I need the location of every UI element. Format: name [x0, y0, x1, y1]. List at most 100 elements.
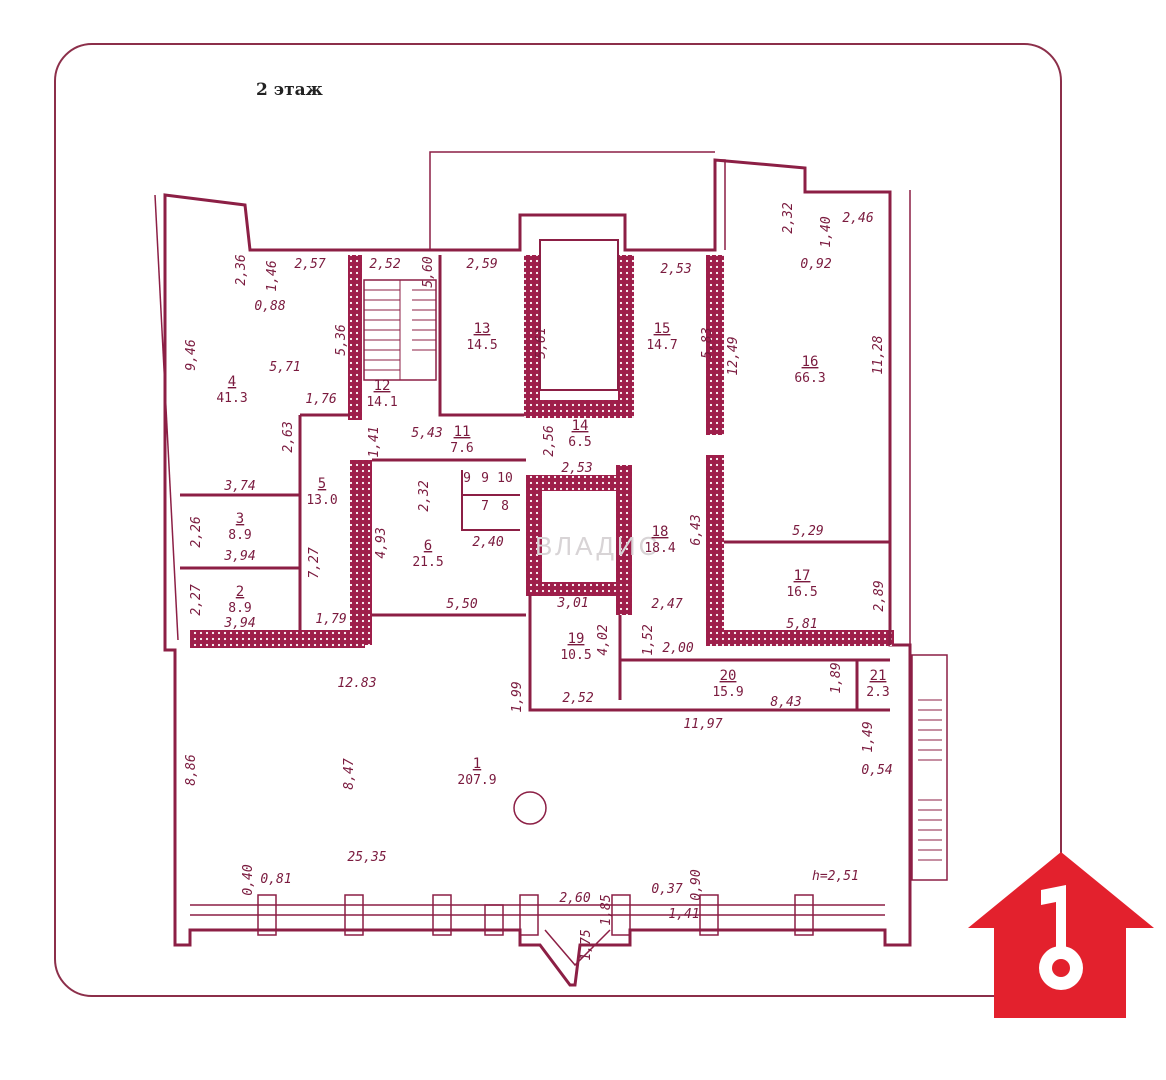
dimension-label: 0,81	[260, 872, 291, 887]
dimension-label: 2,59	[466, 257, 497, 272]
room-area: 14.7	[646, 338, 677, 353]
dimension-label: 1,85	[599, 894, 614, 925]
dimension-label: 0,88	[254, 299, 285, 314]
dimension-label: 4,93	[374, 527, 389, 558]
dimension-label: 8,43	[770, 695, 801, 710]
small-room-number: 10	[497, 471, 513, 486]
dimension-label: 5,81	[786, 617, 817, 632]
room-area: 16.5	[786, 585, 817, 600]
dimension-label: 0,54	[861, 763, 892, 778]
room-number: 21	[870, 668, 887, 684]
room-number: 11	[454, 424, 471, 440]
room-area: 6.5	[568, 435, 591, 450]
dimension-label: 2,60	[559, 891, 590, 906]
dimension-label: 2,56	[542, 425, 557, 456]
small-room-number: 8	[501, 499, 509, 514]
exterior-stair	[911, 654, 948, 881]
small-room-number: 9	[463, 471, 471, 486]
room-labels: 1207.928.938.9441.3513.0621.5117.61214.1…	[216, 321, 889, 788]
dimension-label: 4,02	[596, 624, 611, 655]
room-area: 207.9	[457, 773, 496, 788]
dimension-label: 2,63	[281, 421, 296, 452]
dimension-label: 1,75	[579, 929, 594, 960]
dimension-label: 3,94	[223, 616, 255, 631]
room-number: 19	[568, 631, 585, 647]
house-key-logo	[968, 852, 1154, 1018]
dimension-label: 1,52	[641, 624, 656, 655]
bearing-walls	[190, 255, 894, 648]
dimension-label: 2,27	[189, 584, 204, 615]
dimension-label: 3,01	[556, 596, 588, 611]
dimension-label: 5,71	[269, 360, 300, 375]
dimension-label: 2,36	[234, 254, 249, 285]
room-number: 3	[236, 511, 244, 527]
dimension-label: 1,49	[861, 721, 876, 752]
dimension-label: 2,46	[842, 211, 873, 226]
dimension-label: 2,47	[651, 597, 682, 612]
dimension-label: 11,28	[871, 335, 886, 374]
dimension-label: 2,53	[660, 262, 691, 277]
dimension-label: 6,43	[689, 514, 704, 545]
room-area: 66.3	[794, 371, 825, 386]
room-area: 21.5	[412, 555, 443, 570]
interior-stair	[363, 279, 437, 381]
room-number: 13	[474, 321, 491, 337]
dimension-label: 1,76	[305, 392, 336, 407]
dimension-label: 5,60	[421, 256, 436, 287]
dimension-label: 11,97	[683, 717, 722, 732]
column-icon	[513, 791, 547, 825]
room-number: 6	[424, 538, 432, 554]
floor-title: 2 этаж	[256, 80, 323, 100]
room-number: 20	[720, 668, 737, 684]
room-number: 1	[473, 756, 481, 772]
dimension-label: 1,99	[510, 681, 525, 712]
dimension-label: 2,57	[294, 257, 325, 272]
room-number: 12	[374, 378, 391, 394]
dimension-label: 2,52	[562, 691, 593, 706]
dimension-label: 8,47	[342, 758, 357, 789]
dimension-label: 7,27	[307, 547, 322, 578]
dimension-label: 1,89	[829, 662, 844, 693]
room-number: 4	[228, 374, 236, 390]
watermark-text: ВЛАДИС	[535, 531, 660, 561]
dimension-label: 0,37	[651, 882, 682, 897]
dimension-label: 5,29	[792, 524, 823, 539]
dimension-label: 2,00	[662, 641, 693, 656]
dimension-label: 12.83	[337, 676, 376, 691]
room-area: 14.5	[466, 338, 497, 353]
dimension-label: 8,86	[184, 754, 199, 785]
dimension-label: 12,49	[726, 336, 741, 375]
room-number: 14	[572, 418, 589, 434]
dimension-label: 1,79	[315, 612, 346, 627]
dimension-label: 3,94	[223, 549, 255, 564]
dimension-label: 1,41	[668, 907, 699, 922]
room-area: 13.0	[306, 493, 337, 508]
dimension-label: 1,41	[367, 426, 382, 457]
window-piers	[257, 894, 814, 936]
dimension-label: 0,92	[800, 257, 831, 272]
dimension-label: 2,32	[417, 480, 432, 511]
dimension-label: 2,53	[561, 461, 592, 476]
key-blade-icon	[1041, 885, 1066, 950]
dimension-label: 5,43	[411, 426, 442, 441]
room-number: 15	[654, 321, 671, 337]
dimension-label: 5,61	[534, 327, 549, 358]
dimension-label: 0,40	[241, 864, 256, 895]
room-number: 2	[236, 584, 244, 600]
room-number: 18	[652, 524, 669, 540]
room-area: 14.1	[366, 395, 397, 410]
room-area: 10.5	[560, 648, 591, 663]
room-area: 7.6	[450, 441, 473, 456]
room-number: 17	[794, 568, 811, 584]
room-area: 8.9	[228, 601, 251, 616]
room-area: 2.3	[866, 685, 889, 700]
dimension-label: 5,50	[446, 597, 477, 612]
dimension-label: 2,26	[189, 516, 204, 547]
room-area: 8.9	[228, 528, 251, 543]
room-area: 15.9	[712, 685, 743, 700]
dimension-label: 2,89	[872, 580, 887, 611]
dimension-label: 1,40	[819, 216, 834, 247]
small-room-number: 9	[481, 471, 489, 486]
small-room-number: 7	[481, 499, 489, 514]
